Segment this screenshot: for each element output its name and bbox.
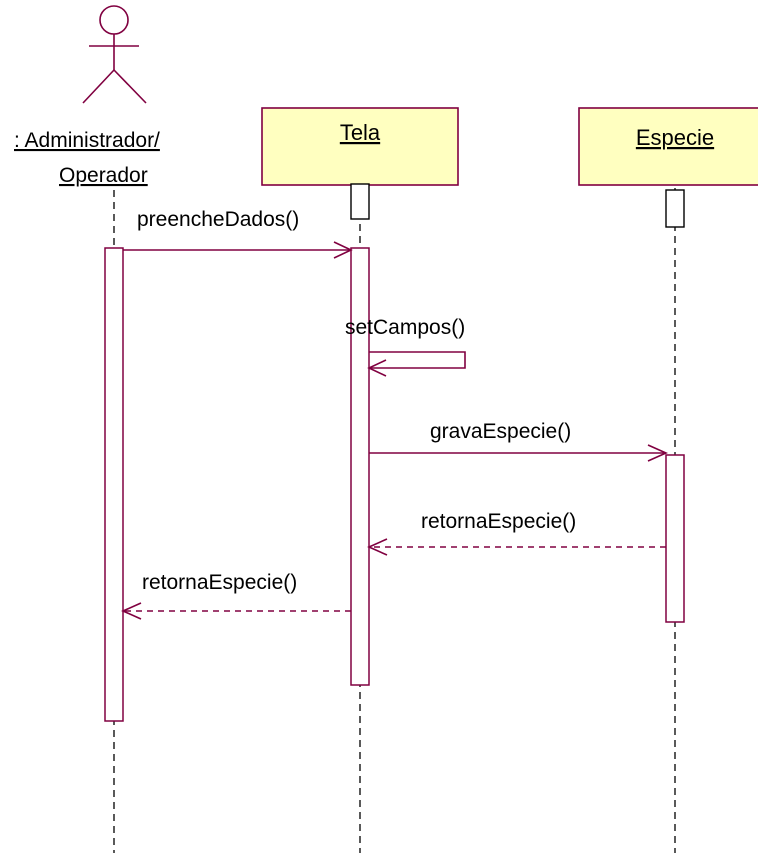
tela-activation-bar	[350, 247, 370, 686]
message-set-campos-label: setCampos()	[345, 316, 465, 339]
message-set-campos: setCampos()	[345, 316, 466, 377]
message-grava-especie-label: gravaEspecie()	[430, 420, 571, 443]
message-retorna-especie-to-actor: retornaEspecie()	[121, 571, 351, 620]
especie-initial-activation	[665, 189, 685, 228]
especie-activation-bar	[665, 454, 685, 623]
actor-name-line2: Operador	[59, 164, 148, 187]
message-preenche-dados: preencheDados()	[123, 208, 353, 259]
message-retorna-especie-to-tela: retornaEspecie()	[367, 510, 666, 556]
actor-activation-bar	[104, 247, 124, 722]
object-especie-name: Especie	[636, 125, 714, 150]
message-preenche-dados-label: preencheDados()	[137, 208, 299, 231]
object-tela: Tela	[261, 107, 459, 186]
object-especie: Especie	[578, 107, 758, 186]
object-tela-name: Tela	[340, 120, 381, 145]
actor-name-line1: : Administrador/	[14, 129, 160, 152]
tela-initial-activation	[350, 183, 370, 220]
message-grava-especie: gravaEspecie()	[369, 420, 668, 462]
message-retorna-especie-to-actor-label: retornaEspecie()	[142, 571, 297, 594]
message-retorna-especie-to-tela-label: retornaEspecie()	[421, 510, 576, 533]
stick-figure-actor-icon	[82, 5, 147, 104]
